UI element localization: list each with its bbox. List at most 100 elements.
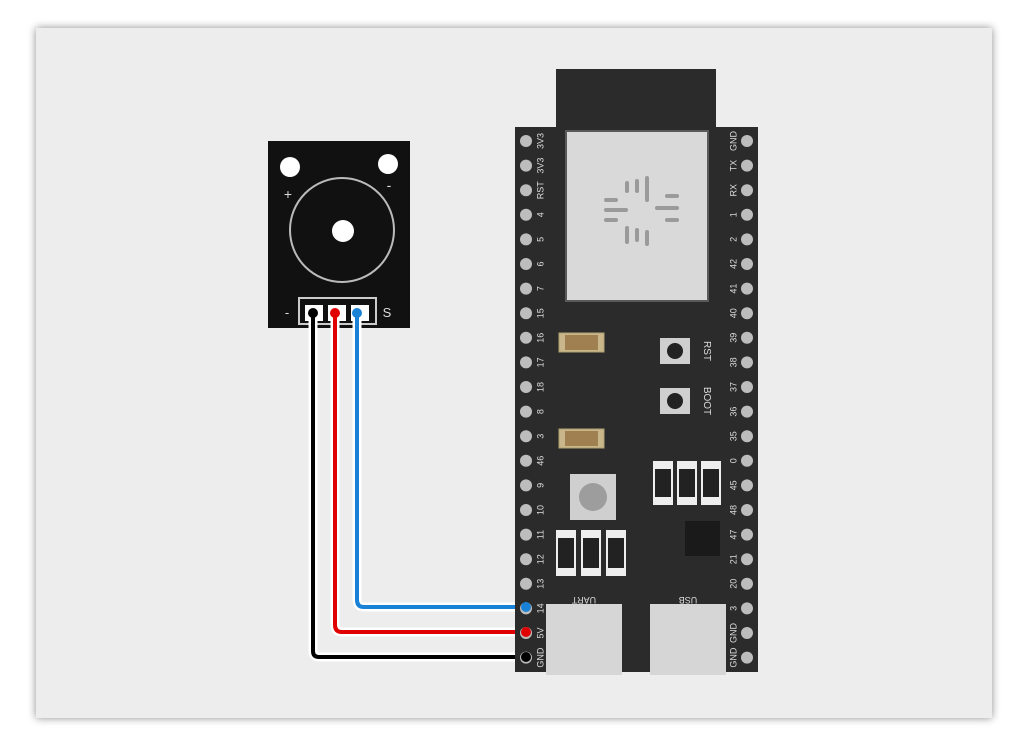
right-pin-label: 47	[728, 530, 738, 540]
right-pin-label: 2	[728, 237, 738, 242]
left-pin-label: 5V	[535, 627, 545, 638]
boot-button-label: BOOT	[701, 387, 712, 415]
left-pin-label: 6	[535, 261, 545, 266]
wire-signal-end	[521, 602, 531, 612]
right-pin[interactable]	[741, 233, 753, 246]
left-pin[interactable]	[520, 159, 532, 172]
right-pin[interactable]	[741, 159, 753, 172]
right-pin-label: 36	[728, 407, 738, 417]
left-pin-label: 10	[535, 505, 545, 515]
left-pin[interactable]	[520, 135, 532, 147]
left-pin-label: 18	[535, 382, 545, 392]
left-pin[interactable]	[520, 405, 532, 418]
right-pin[interactable]	[741, 528, 753, 541]
wires	[308, 308, 526, 662]
right-pin[interactable]	[741, 627, 753, 639]
buzzer-pin-signal-label: S	[383, 305, 392, 320]
right-pin[interactable]	[741, 135, 753, 147]
antenna-module	[556, 69, 716, 131]
left-pin[interactable]	[520, 577, 532, 590]
right-pin[interactable]	[741, 184, 753, 197]
espressif-logo	[604, 176, 679, 246]
left-pin[interactable]	[520, 454, 532, 467]
wire-ground-start	[308, 308, 318, 318]
buzzer-body	[289, 177, 395, 283]
transistors-top	[653, 461, 721, 505]
right-pin[interactable]	[741, 651, 753, 664]
rgb-led-lens	[579, 483, 607, 511]
capacitor-1-core	[565, 335, 598, 350]
left-pin[interactable]	[520, 307, 532, 320]
left-pin-label: 3	[535, 434, 545, 439]
right-pin[interactable]	[741, 282, 753, 295]
usb-port[interactable]	[650, 604, 726, 675]
left-pin-label: 5	[535, 237, 545, 242]
right-pin[interactable]	[741, 430, 753, 443]
uart-port[interactable]	[546, 604, 622, 675]
right-pin[interactable]	[741, 504, 753, 516]
right-pin[interactable]	[741, 602, 753, 615]
right-pin-label: 3	[728, 606, 738, 611]
buzzer-minus-label: -	[387, 177, 392, 193]
left-pin[interactable]	[520, 381, 532, 393]
buzzer-center	[332, 220, 354, 242]
left-pin[interactable]	[520, 356, 532, 369]
wire-signal[interactable]	[355, 313, 526, 609]
left-pin-header: 3V33V3RST4567151617188346910111213145VGN…	[520, 133, 545, 668]
wire-power[interactable]	[333, 313, 526, 634]
right-pin-label: GND	[728, 647, 738, 668]
left-pin[interactable]	[520, 282, 532, 295]
right-pin-label: 41	[728, 284, 738, 294]
right-pin-label: 21	[728, 554, 738, 564]
left-pin[interactable]	[520, 331, 532, 344]
left-pin-label: 9	[535, 483, 545, 488]
buzzer-pin-minus-label: -	[285, 305, 289, 320]
mounting-hole-left	[280, 157, 300, 177]
left-pin-label: 13	[535, 579, 545, 589]
wire-power-start	[330, 308, 340, 318]
right-pin[interactable]	[741, 381, 753, 393]
right-pin[interactable]	[741, 553, 753, 566]
right-pin[interactable]	[741, 405, 753, 418]
right-pin-label: RX	[728, 184, 738, 197]
right-pin[interactable]	[741, 331, 753, 344]
wire-ground[interactable]	[311, 313, 526, 659]
left-pin[interactable]	[520, 184, 532, 197]
wire-power-end	[521, 627, 531, 637]
left-pin[interactable]	[520, 528, 532, 541]
right-pin[interactable]	[741, 356, 753, 369]
chip-small	[685, 521, 720, 556]
right-pin-label: 0	[728, 458, 738, 463]
usb-port-label: USB	[679, 595, 698, 605]
buzzer-module: + - - S	[268, 141, 410, 328]
right-pin[interactable]	[741, 479, 753, 492]
left-pin-label: 3V3	[535, 158, 545, 174]
capacitor-2-core	[565, 431, 598, 446]
left-pin[interactable]	[520, 553, 532, 566]
right-pin[interactable]	[741, 577, 753, 590]
esp32-board: RST BOOT UART USB	[515, 69, 758, 675]
right-pin[interactable]	[741, 454, 753, 467]
left-pin-label: 8	[535, 409, 545, 414]
left-pin-label: 46	[535, 456, 545, 466]
wire-ground-end	[521, 652, 531, 662]
left-pin[interactable]	[520, 504, 532, 516]
left-pin[interactable]	[520, 430, 532, 443]
right-pin-label: 35	[728, 431, 738, 441]
left-pin[interactable]	[520, 208, 532, 221]
rst-button-cap[interactable]	[667, 343, 683, 359]
left-pin-label: 3V3	[535, 133, 545, 149]
left-pin-label: 15	[535, 308, 545, 318]
right-pin[interactable]	[741, 208, 753, 221]
right-pin-label: GND	[728, 131, 738, 152]
wire-power-outline	[330, 313, 526, 637]
left-pin[interactable]	[520, 479, 532, 492]
right-pin-header: GNDTXRX124241403938373635045484721203GND…	[728, 131, 753, 668]
right-pin[interactable]	[741, 307, 753, 320]
left-pin-label: GND	[535, 647, 545, 668]
boot-button-cap[interactable]	[667, 393, 683, 409]
right-pin[interactable]	[741, 258, 753, 270]
wire-signal-outline	[352, 313, 526, 612]
left-pin[interactable]	[520, 258, 532, 270]
left-pin[interactable]	[520, 233, 532, 246]
